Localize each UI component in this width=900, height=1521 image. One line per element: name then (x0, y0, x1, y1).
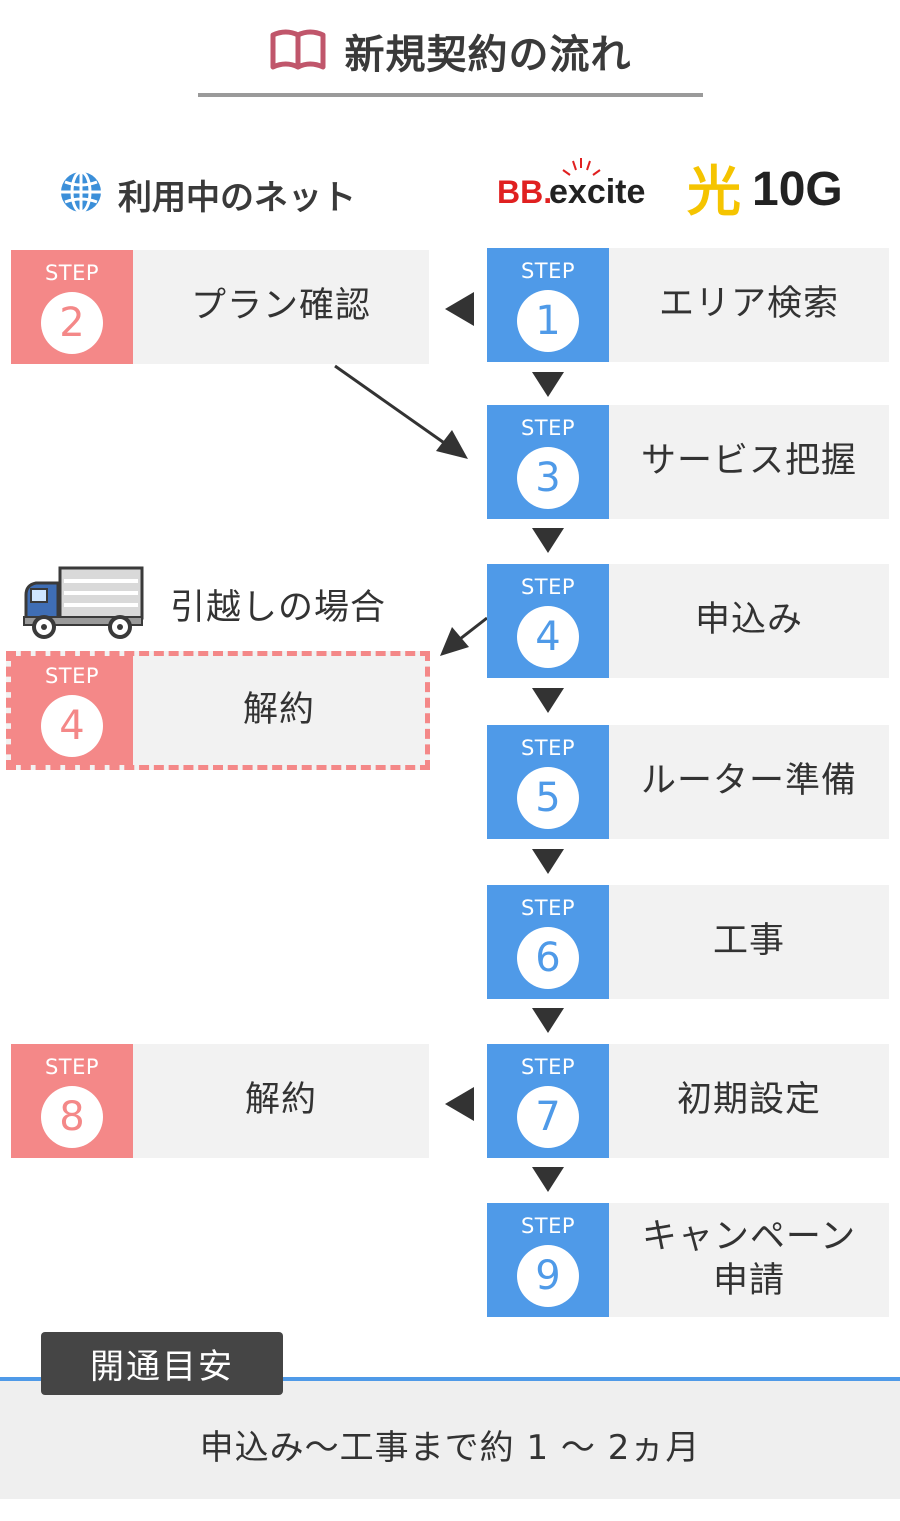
step-card-7: STEP 7 初期設定 (487, 1044, 889, 1158)
step-label-line1: キャンペーン (641, 1217, 857, 1258)
step-label: エリア検索 (609, 248, 889, 362)
step-number: 2 (41, 291, 103, 354)
step-number: 4 (41, 695, 103, 757)
step-label: 申込み (609, 564, 889, 678)
step-number: 8 (41, 1085, 103, 1148)
step-word: STEP (520, 574, 576, 599)
step-word: STEP (520, 735, 576, 760)
step-word: STEP (520, 258, 576, 283)
step-badge: STEP 6 (487, 885, 609, 999)
step-badge: STEP 8 (11, 1044, 133, 1158)
step-label: プラン確認 (133, 250, 429, 364)
step-label: ルーター準備 (609, 725, 889, 839)
title-underline (198, 93, 703, 97)
arrow-left-step7-to-step8 (445, 1087, 474, 1121)
step-card-3: STEP 3 サービス把握 (487, 405, 889, 519)
step-card-4: STEP 4 申込み (487, 564, 889, 678)
step-label: 工事 (609, 885, 889, 999)
moving-case-header: 引越しの場合 (22, 565, 386, 643)
step-word: STEP (520, 1054, 576, 1079)
step-card-4-moving: STEP 4 解約 (6, 651, 430, 770)
step-card-1: STEP 1 エリア検索 (487, 248, 889, 362)
step-card-8: STEP 8 解約 (11, 1044, 429, 1158)
arrow-diagonal-step2-to-step3 (334, 364, 451, 449)
step-number: 4 (517, 605, 579, 668)
arrow-down-7 (532, 1167, 564, 1192)
step-card-9: STEP 9 キャンペーン 申請 (487, 1203, 889, 1317)
step-badge: STEP 2 (11, 250, 133, 364)
brand-prefix: BB. (497, 174, 552, 210)
brand-speed: 10G (752, 163, 843, 216)
step-word: STEP (44, 260, 100, 285)
step-number: 6 (517, 926, 579, 989)
book-icon (269, 27, 327, 75)
step-word: STEP (520, 1213, 576, 1238)
brand-logo: BB. excite 光 10G (497, 158, 877, 232)
step-label: 解約 (133, 1044, 429, 1158)
step-badge: STEP 5 (487, 725, 609, 839)
step-card-2: STEP 2 プラン確認 (11, 250, 429, 364)
current-net-header: 利用中のネット (58, 168, 356, 220)
step-number: 5 (517, 766, 579, 829)
estimate-divider (0, 1377, 900, 1381)
step-number: 3 (517, 446, 579, 509)
step-badge: STEP 9 (487, 1203, 609, 1317)
step-label: キャンペーン 申請 (609, 1203, 889, 1317)
step-word: STEP (520, 415, 576, 440)
step-word: STEP (520, 895, 576, 920)
arrow-down-1 (532, 372, 564, 397)
step-label: 初期設定 (609, 1044, 889, 1158)
step-badge: STEP 3 (487, 405, 609, 519)
step-number: 9 (517, 1244, 579, 1307)
globe-icon (58, 169, 104, 219)
arrow-down-3 (532, 528, 564, 553)
title-area: 新規契約の流れ (0, 22, 900, 82)
step-label-line2: 申請 (712, 1261, 785, 1301)
page-title: 新規契約の流れ (344, 32, 632, 78)
step-badge: STEP 7 (487, 1044, 609, 1158)
step-number: 7 (517, 1085, 579, 1148)
step-card-6: STEP 6 工事 (487, 885, 889, 999)
estimate-text: 申込み～工事まで約 1 ～ 2ヵ月 (199, 1427, 701, 1468)
step-badge: STEP 4 (11, 656, 133, 765)
truck-icon (22, 565, 144, 643)
step-label: 解約 (133, 656, 425, 765)
step-number: 1 (517, 289, 579, 352)
estimate-tag: 開通目安 (41, 1332, 283, 1395)
step-word: STEP (44, 1054, 100, 1079)
brand-name: excite (549, 173, 645, 211)
step-card-5: STEP 5 ルーター準備 (487, 725, 889, 839)
estimate-box: 申込み～工事まで約 1 ～ 2ヵ月 (0, 1381, 900, 1499)
current-net-label: 利用中のネット (118, 177, 356, 218)
arrow-down-6 (532, 1008, 564, 1033)
arrow-left-step1-to-step2 (445, 292, 474, 326)
arrow-down-5 (532, 849, 564, 874)
brand-hikari: 光 (687, 160, 741, 223)
moving-case-label: 引越しの場合 (170, 587, 387, 628)
arrow-diagonal-step4-to-cancel (459, 616, 488, 641)
step-badge: STEP 4 (487, 564, 609, 678)
step-badge: STEP 1 (487, 248, 609, 362)
arrow-down-4 (532, 688, 564, 713)
step-label: サービス把握 (609, 405, 889, 519)
step-word: STEP (44, 664, 100, 688)
